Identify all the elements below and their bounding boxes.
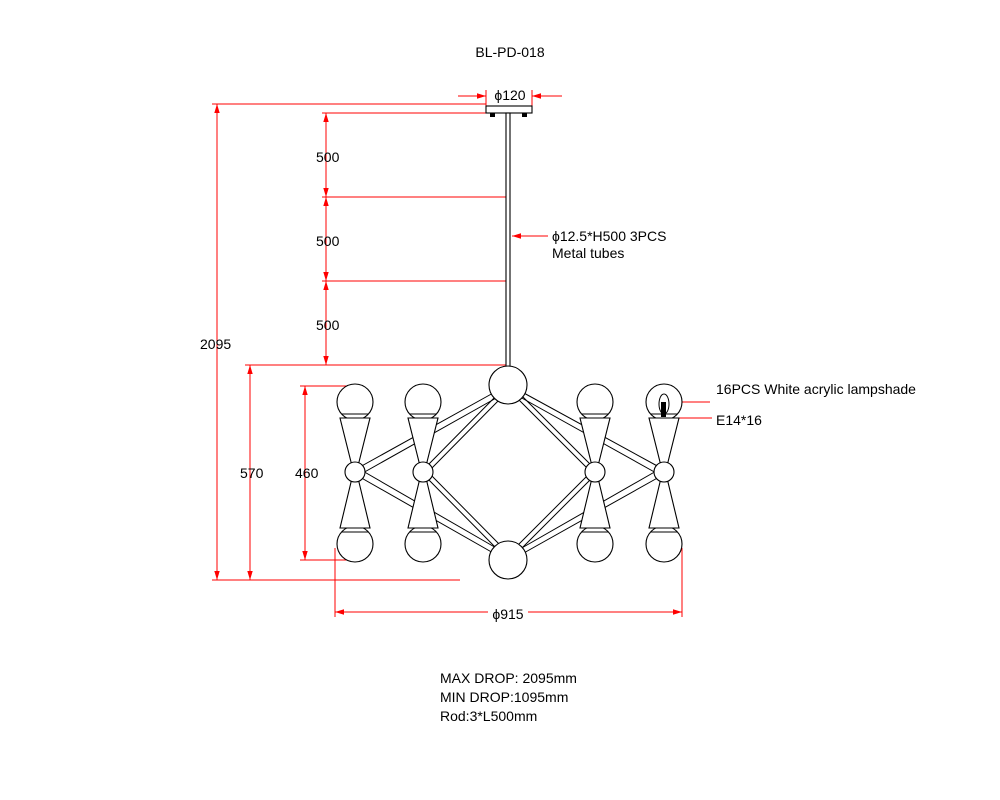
rod-segment-label: 500 (316, 149, 340, 165)
rod-segment-label: 500 (316, 233, 340, 249)
canopy-diameter-label: ϕ120 (494, 87, 525, 103)
drop-notes: MAX DROP: 2095mm MIN DROP:1095mm Rod:3*L… (440, 669, 577, 726)
rod-segment-label: 500 (316, 317, 340, 333)
tube-callout-sub: Metal tubes (552, 245, 624, 261)
total-height-label: 2095 (200, 336, 231, 352)
lamp-columns (336, 383, 683, 563)
lampshade-callout: 16PCS White acrylic lampshade (716, 381, 916, 397)
lamp-span-label: 460 (295, 465, 319, 481)
chandelier-drawing (336, 105, 683, 580)
body-diameter-label: ϕ915 (492, 606, 523, 622)
dimension-lines (212, 90, 712, 617)
socket-callout: E14*16 (716, 412, 762, 428)
dimension-labels: ϕ120 2095 500 500 500 570 460 ϕ915 ϕ12.5… (200, 86, 916, 622)
rod-note: Rod:3*L500mm (440, 708, 538, 724)
drawing-title: BL-PD-018 (475, 44, 544, 60)
max-drop-note: MAX DROP: 2095mm (440, 670, 577, 686)
body-height-label: 570 (240, 465, 264, 481)
min-drop-note: MIN DROP:1095mm (440, 689, 569, 705)
tube-callout: ϕ12.5*H500 3PCS (552, 228, 666, 244)
